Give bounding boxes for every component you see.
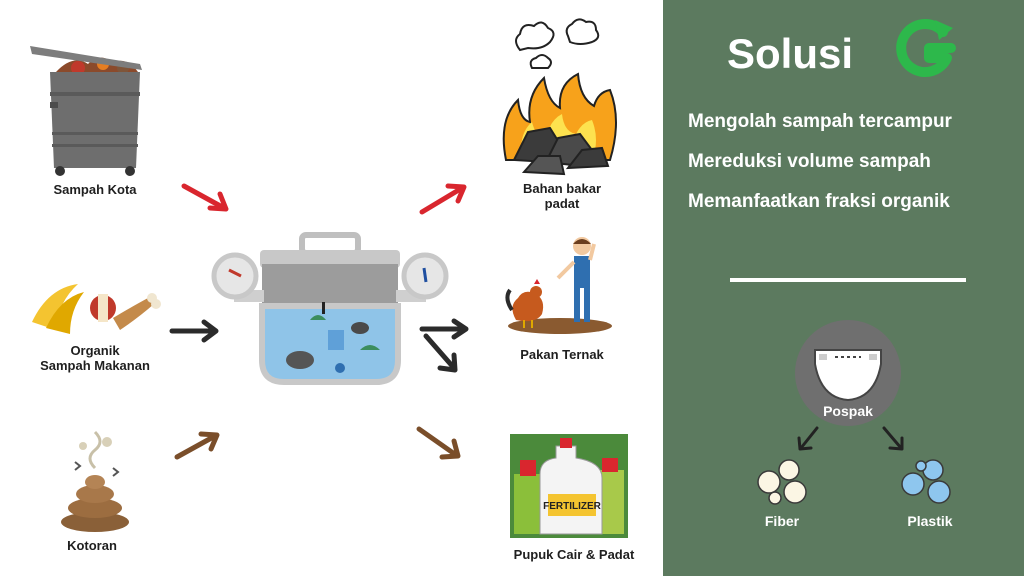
- label-organic-line1: Organik: [70, 343, 120, 358]
- label-organic: Organik Sampah Makanan: [20, 343, 170, 373]
- label-solid-fuel-line1: Bahan bakar: [522, 181, 602, 196]
- organic-food-waste-icon: [32, 284, 161, 334]
- arrow-reactor-to-fertilizer: [416, 426, 461, 460]
- arrow-reactor-to-feed: [419, 318, 469, 340]
- label-solid-fuel-line2: padat: [544, 196, 580, 211]
- solution-point-3: Memanfaatkan fraksi organik: [688, 191, 950, 212]
- fiber-cotton-icon: [757, 459, 807, 505]
- solution-title: Solusi: [727, 30, 854, 77]
- process-diagram: Sampah Kota Organik Sampah Makanan Kotor…: [20, 18, 635, 562]
- arrow-city-waste-to-reactor: [181, 183, 229, 212]
- label-solid-fuel: Bahan bakar padat: [498, 181, 626, 211]
- solution-point-2: Mereduksi volume sampah: [688, 151, 931, 172]
- plastic-pellets-icon: [901, 459, 951, 504]
- label-organic-line2: Sampah Makanan: [40, 358, 150, 373]
- label-manure: Kotoran: [67, 538, 117, 553]
- dumpster-icon: [30, 46, 142, 176]
- farmer-chicken-icon: [505, 237, 612, 334]
- arrow-reactor-to-feed-down: [423, 333, 458, 373]
- diaper-circle-icon: [795, 320, 901, 426]
- arrow-diaper-to-plastic: [882, 426, 904, 451]
- solution-point-1: Mengolah sampah tercampur: [688, 111, 952, 132]
- recycle-logo-icon: [896, 19, 956, 78]
- panel-divider: [730, 278, 966, 282]
- label-plastic: Plastik: [907, 513, 953, 529]
- label-fiber: Fiber: [764, 513, 800, 529]
- solution-panel: Solusi Mengolah sampah tercampur Mereduk…: [663, 0, 1024, 576]
- label-diaper: Pospak: [823, 403, 873, 419]
- fire-coal-icon: [502, 18, 617, 176]
- arrow-organic-to-reactor: [169, 319, 219, 343]
- reactor-pot-icon: [211, 232, 449, 385]
- arrow-diaper-to-fiber: [797, 426, 819, 451]
- fertilizer-bottle-text: FERTILIZER: [543, 501, 602, 512]
- label-animal-feed: Pakan Ternak: [520, 347, 604, 362]
- fertilizer-bottles-icon: FERTILIZER: [510, 434, 628, 538]
- arrow-reactor-to-fuel: [419, 183, 467, 215]
- arrow-manure-to-reactor: [174, 431, 220, 460]
- manure-icon: [61, 430, 129, 532]
- label-fertilizer: Pupuk Cair & Padat: [513, 547, 635, 562]
- label-city-waste: Sampah Kota: [53, 182, 137, 197]
